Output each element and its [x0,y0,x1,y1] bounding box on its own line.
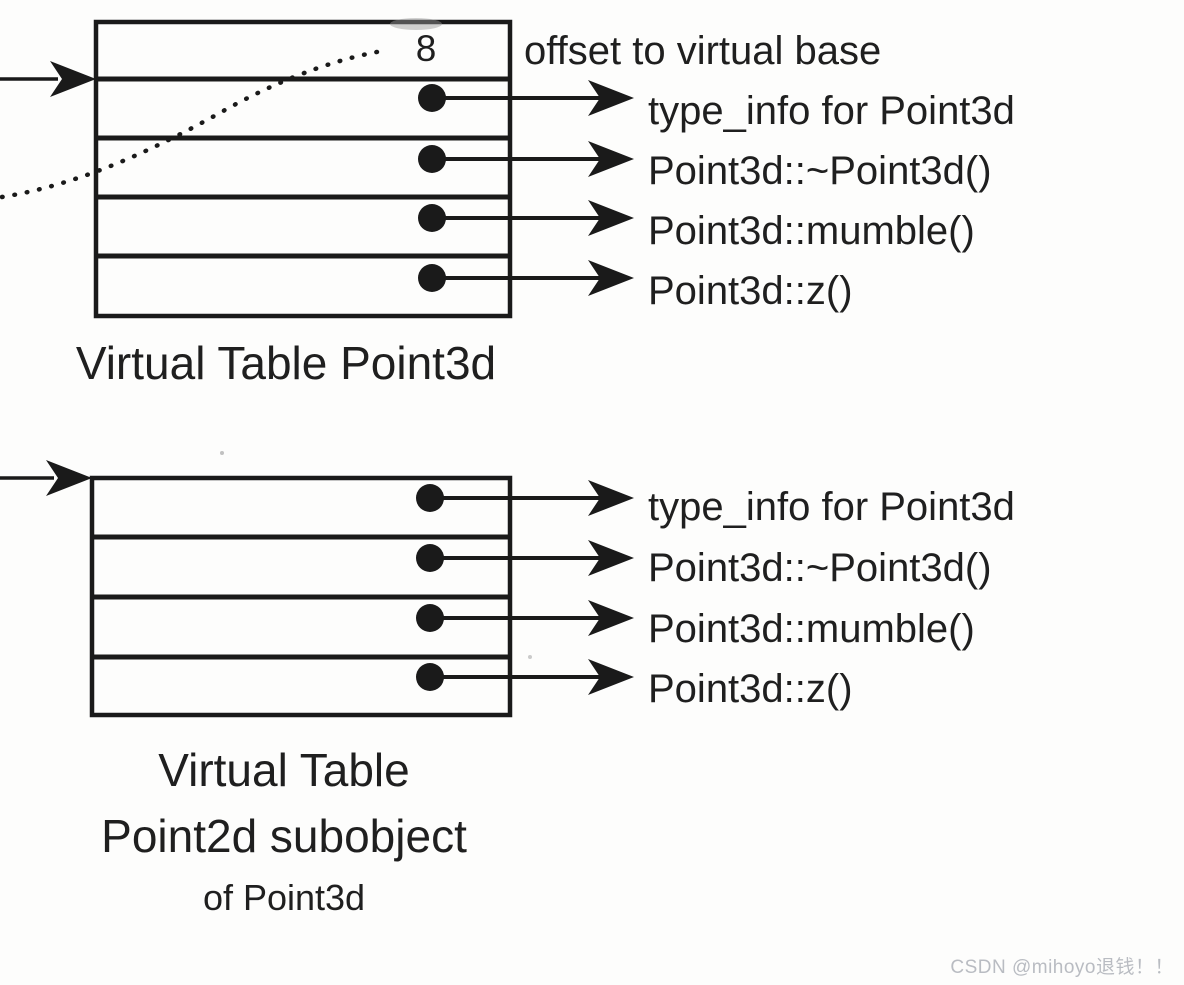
table1-pointer-1 [418,141,634,177]
table1-arrowhead-2-icon [588,200,634,236]
table2-pointers [416,480,634,695]
scan-smudge [390,18,442,30]
table1-caption: Virtual Table Point3d [75,337,497,389]
scan-speck-2 [528,655,532,659]
table2-caption-line-1: Virtual Table [158,744,410,796]
table1-entry-z: Point3d::z() [648,269,853,313]
table2-entry-type-info: type_info for Point3d [648,485,1015,529]
table1-offset-label: offset to virtual base [524,29,882,73]
table1-entry-destructor: Point3d::~Point3d() [648,149,992,193]
table1-arrowhead-1-icon [588,141,634,177]
table1-vptr-arrowhead-icon [50,61,96,97]
table2-entry-mumble: Point3d::mumble() [648,607,975,651]
table2-arrowhead-0-icon [588,480,634,516]
table2-pointer-3 [416,659,634,695]
table2-entry-z: Point3d::z() [648,667,853,711]
table2-arrowhead-2-icon [588,600,634,636]
table1-entry-mumble: Point3d::mumble() [648,209,975,253]
table1-pointer-2 [418,200,634,236]
table1-pointer-3 [418,260,634,296]
table2-caption-line-2: Point2d subobject [101,810,467,862]
table1-pointer-0 [418,80,634,116]
csdn-watermark: CSDN @mihoyo退钱！！ [950,957,1174,978]
virtual-base-offset-dotted-curve [0,47,391,200]
table2-arrowhead-1-icon [588,540,634,576]
table2-pointer-2 [416,600,634,636]
table1-pointers [418,80,634,296]
table2-arrowhead-3-icon [588,659,634,695]
table1-offset-value: 8 [415,28,437,69]
scan-speck-1 [220,451,224,455]
table2-pointer-0 [416,480,634,516]
scan-artifacts [220,18,532,659]
table2-vptr-arrowhead-icon [46,460,92,496]
table1-group [93,19,513,319]
table1-vptr-arrow [0,61,96,97]
table1-arrowhead-3-icon [588,260,634,296]
table2-vptr-arrow [0,460,92,496]
table2-caption-line-3: of Point3d [202,877,366,918]
table2-group [89,475,513,718]
table1-entry-type-info: type_info for Point3d [648,89,1015,133]
table2-pointer-1 [416,540,634,576]
table2-caption: Virtual Table Point2d subobject of Point… [26,737,542,927]
table2-entry-destructor: Point3d::~Point3d() [648,546,992,590]
table1-arrowhead-0-icon [588,80,634,116]
table1-box [93,19,513,319]
